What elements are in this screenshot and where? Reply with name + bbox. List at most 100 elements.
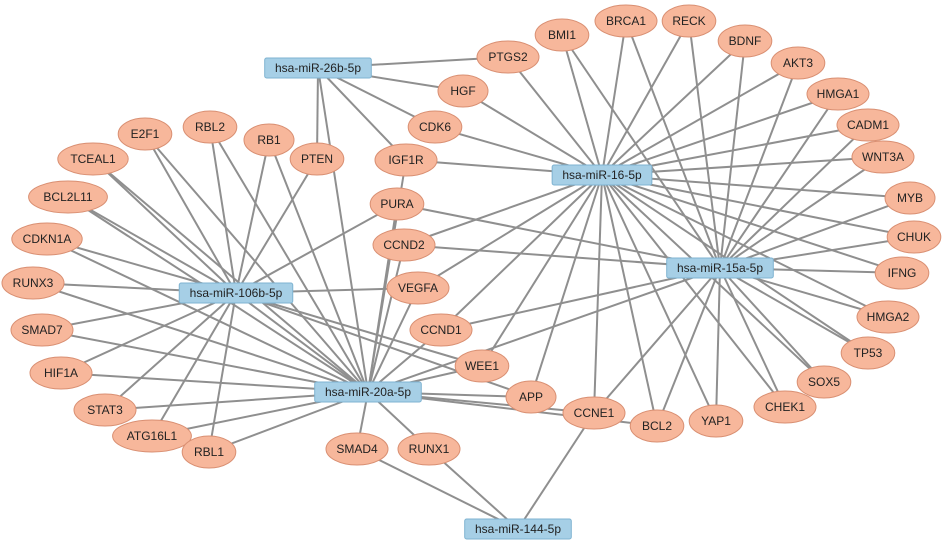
gene-node-hmga1[interactable]: HMGA1 xyxy=(806,77,870,111)
gene-node-sox5[interactable]: SOX5 xyxy=(796,365,852,399)
gene-node-rb1[interactable]: RB1 xyxy=(243,123,295,157)
gene-node-myb[interactable]: MYB xyxy=(884,181,936,215)
edge-m16-yap1 xyxy=(601,174,717,422)
mirna-box xyxy=(464,518,572,540)
node-label: AKT3 xyxy=(783,56,813,70)
gene-node-ccne1[interactable]: CCNE1 xyxy=(562,396,626,430)
edge-m15a-myb xyxy=(719,197,911,269)
edge-m106b-bcl2l11 xyxy=(67,196,237,294)
gene-node-cdkn1a[interactable]: CDKN1A xyxy=(11,222,83,256)
gene-node-cadm1[interactable]: CADM1 xyxy=(836,108,900,142)
node-label: APP xyxy=(519,390,543,404)
gene-node-rbl1[interactable]: RBL1 xyxy=(181,435,237,469)
mirna-box xyxy=(551,164,653,186)
mirna-node-hsa-mir-15a-5p[interactable]: hsa-miR-15a-5p xyxy=(666,257,774,279)
gene-ellipse xyxy=(11,222,83,256)
gene-ellipse xyxy=(407,110,463,144)
edge-m20a-vegfa xyxy=(367,287,419,393)
edge-m16-chuk xyxy=(601,174,915,238)
edge-m16-app xyxy=(530,174,603,398)
node-label: CCNE1 xyxy=(574,406,615,420)
mirna-box xyxy=(666,257,774,279)
node-label: CHUK xyxy=(897,230,931,244)
gene-ellipse xyxy=(409,313,473,347)
gene-node-atg16l1[interactable]: ATG16L1 xyxy=(112,419,192,453)
gene-node-hmga2[interactable]: HMGA2 xyxy=(856,300,920,334)
edge-m15a-m20a xyxy=(367,267,721,393)
gene-ellipse xyxy=(10,313,74,347)
gene-node-smad7[interactable]: SMAD7 xyxy=(10,313,74,347)
gene-node-rbl2[interactable]: RBL2 xyxy=(182,110,238,144)
edge-m26b-m20a xyxy=(317,67,369,393)
gene-node-chek1[interactable]: CHEK1 xyxy=(753,390,817,424)
edge-m15a-brca1 xyxy=(625,20,721,269)
edge-m20a-rbl2 xyxy=(209,126,369,393)
gene-node-igf1r[interactable]: IGF1R xyxy=(374,143,438,177)
gene-node-runx1[interactable]: RUNX1 xyxy=(397,432,461,466)
gene-node-smad4[interactable]: SMAD4 xyxy=(325,432,389,466)
gene-node-pura[interactable]: PURA xyxy=(369,187,425,221)
edge-m16-bmi1 xyxy=(561,34,603,176)
gene-node-yap1[interactable]: YAP1 xyxy=(688,404,744,438)
gene-ellipse xyxy=(594,4,658,38)
edge-m15a-wnt3a xyxy=(719,156,884,269)
mirna-box xyxy=(178,282,294,304)
gene-ellipse xyxy=(289,142,345,176)
node-label: hsa-miR-20a-5p xyxy=(325,385,411,399)
gene-ellipse xyxy=(856,300,920,334)
gene-ellipse xyxy=(325,432,389,466)
gene-node-cdk6[interactable]: CDK6 xyxy=(407,110,463,144)
edge-m15a-yap1 xyxy=(715,267,721,422)
gene-node-wnt3a[interactable]: WNT3A xyxy=(851,140,915,174)
gene-node-ccnd2[interactable]: CCND2 xyxy=(372,228,436,262)
gene-node-tp53[interactable]: TP53 xyxy=(840,336,896,370)
node-label: BCL2L11 xyxy=(43,190,92,204)
gene-node-tceal1[interactable]: TCEAL1 xyxy=(57,142,129,176)
gene-node-chuk[interactable]: CHUK xyxy=(886,220,942,254)
mirna-node-hsa-mir-20a-5p[interactable]: hsa-miR-20a-5p xyxy=(314,381,422,403)
edge-m15a-sox5 xyxy=(719,267,825,383)
edge-m106b-m20a xyxy=(235,292,369,393)
gene-node-runx3[interactable]: RUNX3 xyxy=(1,266,65,300)
gene-ellipse xyxy=(1,266,65,300)
gene-node-pten[interactable]: PTEN xyxy=(289,142,345,176)
edge-m16-myb xyxy=(601,174,911,199)
mirna-node-hsa-mir-106b-5p[interactable]: hsa-miR-106b-5p xyxy=(178,282,294,304)
node-label: hsa-miR-26b-5p xyxy=(275,61,361,75)
edge-m15a-bdnf xyxy=(719,40,746,269)
mirna-node-hsa-mir-16-5p[interactable]: hsa-miR-16-5p xyxy=(551,164,653,186)
gene-node-ccnd1[interactable]: CCND1 xyxy=(409,313,473,347)
node-label: BDNF xyxy=(729,34,762,48)
mirna-node-hsa-mir-144-5p[interactable]: hsa-miR-144-5p xyxy=(464,518,572,540)
gene-node-wee1[interactable]: WEE1 xyxy=(454,349,510,383)
mirna-node-hsa-mir-26b-5p[interactable]: hsa-miR-26b-5p xyxy=(264,57,372,79)
gene-ellipse xyxy=(182,110,238,144)
gene-node-stat3[interactable]: STAT3 xyxy=(73,393,137,427)
gene-node-bcl2l11[interactable]: BCL2L11 xyxy=(28,180,108,214)
gene-node-brca1[interactable]: BRCA1 xyxy=(594,4,658,38)
gene-node-hif1a[interactable]: HIF1A xyxy=(29,356,93,390)
gene-node-akt3[interactable]: AKT3 xyxy=(770,46,826,80)
gene-node-ifng[interactable]: IFNG xyxy=(874,256,930,290)
node-label: YAP1 xyxy=(701,414,731,428)
gene-node-bcl2[interactable]: BCL2 xyxy=(629,409,685,443)
gene-node-app[interactable]: APP xyxy=(505,380,557,414)
edge-m26b-igf1r xyxy=(317,67,407,161)
gene-node-bdnf[interactable]: BDNF xyxy=(717,24,773,58)
gene-ellipse xyxy=(884,181,936,215)
node-label: hsa-miR-144-5p xyxy=(475,522,561,536)
gene-node-vegfa[interactable]: VEGFA xyxy=(386,271,450,305)
gene-node-hgf[interactable]: HGF xyxy=(437,74,489,108)
edge-m16-chek1 xyxy=(601,174,786,408)
node-label: WNT3A xyxy=(862,150,904,164)
gene-node-e2f1[interactable]: E2F1 xyxy=(117,117,173,151)
gene-ellipse xyxy=(117,117,173,151)
gene-node-reck[interactable]: RECK xyxy=(661,4,717,38)
node-label: hsa-miR-106b-5p xyxy=(190,286,283,300)
edge-m106b-rb1 xyxy=(235,139,270,294)
gene-node-ptgs2[interactable]: PTGS2 xyxy=(476,40,540,74)
edge-m20a-ccnd2 xyxy=(367,244,405,393)
gene-node-bmi1[interactable]: BMI1 xyxy=(534,18,590,52)
gene-ellipse xyxy=(534,18,590,52)
node-label: RB1 xyxy=(257,133,281,147)
